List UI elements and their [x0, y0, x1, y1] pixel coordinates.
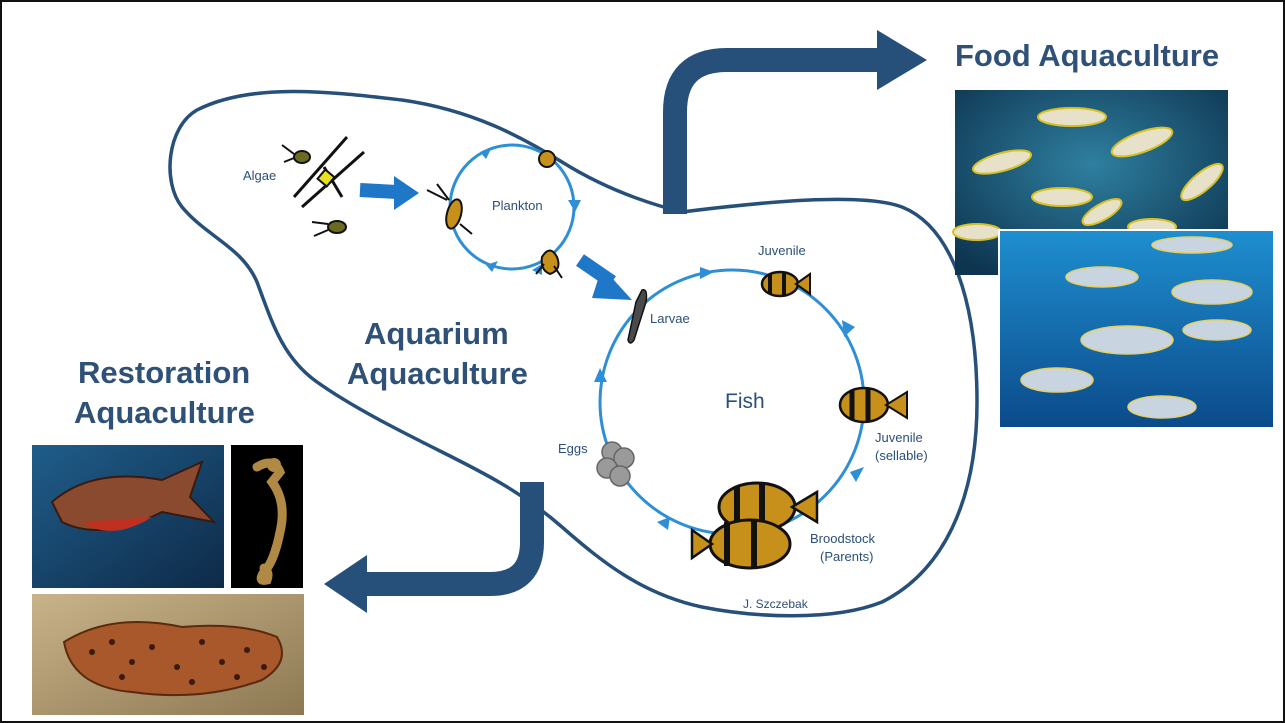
- algae-to-plankton-arrow: [360, 190, 397, 192]
- algae-label: Algae: [243, 168, 276, 183]
- fish-cycle-arrow: [842, 320, 855, 337]
- juvenile-fish-icon: [762, 272, 810, 296]
- algae-icon: [282, 137, 364, 236]
- restoration-photo-seahorse: [231, 445, 303, 588]
- fish-cycle-arrow: [657, 517, 670, 530]
- food-photo-pompano: [999, 230, 1274, 428]
- restoration-heading-line2: Aquaculture: [74, 394, 255, 432]
- broodstock-label-line1: Broodstock: [810, 531, 875, 546]
- eggs-icon: [597, 442, 634, 486]
- juvenile-label: Juvenile: [758, 243, 806, 258]
- food-arrowhead: [877, 30, 927, 90]
- aquarium-heading-line1: Aquarium: [364, 315, 509, 353]
- fish-label: Fish: [725, 390, 765, 414]
- juvenile-sellable-label-line2: (sellable): [875, 448, 928, 463]
- restoration-photo-sea-cucumber: [32, 594, 304, 715]
- plankton-cycle-arrow: [568, 200, 581, 212]
- food-arrow: [675, 60, 882, 214]
- restoration-heading-line1: Restoration: [78, 354, 250, 392]
- fish-cycle-arrow: [850, 467, 864, 482]
- larvae-label: Larvae: [650, 311, 690, 326]
- broodstock-label-line2: (Parents): [820, 549, 873, 564]
- broodstock-fish-icon: [692, 483, 817, 568]
- restoration-arrowhead: [324, 555, 367, 613]
- plankton-label: Plankton: [492, 198, 543, 213]
- juvenile-sellable-label-line1: Juvenile: [875, 430, 923, 445]
- restoration-arrow: [362, 482, 532, 584]
- plankton-cycle-arrow: [480, 147, 492, 159]
- plankton-egg-icon: [539, 151, 555, 167]
- photo-credit: J. Szczebak: [743, 597, 808, 611]
- aquarium-heading-line2: Aquaculture: [347, 355, 528, 393]
- zooplankton-icon: [427, 184, 472, 234]
- eggs-label: Eggs: [558, 441, 588, 456]
- restoration-photo-parrotfish: [32, 445, 224, 588]
- food-aquaculture-heading: Food Aquaculture: [955, 37, 1219, 75]
- fish-cycle-arrow: [700, 267, 714, 279]
- juvenile-sellable-fish-icon: [840, 388, 907, 422]
- algae-arrowhead: [394, 176, 419, 210]
